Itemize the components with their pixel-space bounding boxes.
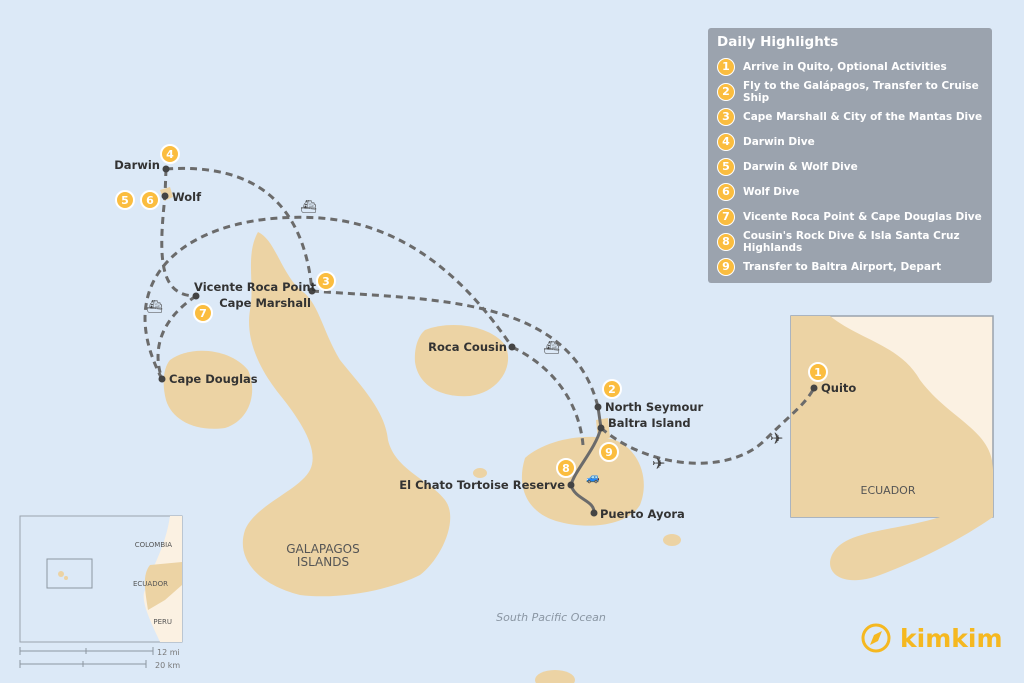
inset-colombia: COLOMBIA <box>135 541 172 549</box>
locator-map: COLOMBIA ECUADOR PERU <box>19 515 183 643</box>
legend-label: Fly to the Galápagos, Transfer to Cruise… <box>743 79 979 104</box>
legend-item: 5 Darwin & Wolf Dive <box>717 154 983 179</box>
legend-number: 3 <box>717 107 735 126</box>
legend-item: 9 Transfer to Baltra Airport, Depart <box>717 254 983 279</box>
inset-ecuador: ECUADOR <box>133 580 168 588</box>
legend-item: 4 Darwin Dive <box>717 129 983 154</box>
label-quito: Quito <box>821 381 856 395</box>
label-cape-marshall: Cape Marshall <box>219 296 311 310</box>
marker-3[interactable]: 3 <box>316 271 336 291</box>
marker-5[interactable]: 5 <box>115 190 135 210</box>
legend-item: 8 Cousin's Rock Dive & Isla Santa Cruz Hi… <box>717 229 983 254</box>
marker-2[interactable]: 2 <box>602 379 622 399</box>
route-cousin-santacruz <box>511 345 585 446</box>
svg-text:2: 2 <box>608 383 616 396</box>
legend-item: 3 Cape Marshall & City of the Mantas Dive <box>717 104 983 129</box>
svg-text:6: 6 <box>146 194 154 207</box>
label-roca-cousin: Roca Cousin <box>428 340 507 354</box>
daily-highlights-legend: Daily Highlights 1 Arrive in Quito, Optio… <box>708 28 992 283</box>
boat-icon: ⛴ <box>543 340 560 356</box>
svg-text:4: 4 <box>166 148 174 161</box>
legend-number: 4 <box>717 132 735 151</box>
kimkim-logo[interactable]: kimkim <box>860 622 1003 654</box>
compass-icon <box>861 623 891 653</box>
label-el-chato: El Chato Tortoise Reserve <box>399 478 565 492</box>
legend-item: 1 Arrive in Quito, Optional Activities <box>717 54 983 79</box>
legend-item: 6 Wolf Dive <box>717 179 983 204</box>
legend-item: 7 Vicente Roca Point & Cape Douglas Dive <box>717 204 983 229</box>
scale-mi: 12 mi <box>157 648 180 657</box>
label-puerto-ayora: Puerto Ayora <box>600 507 685 521</box>
ecuador-label: ECUADOR <box>861 484 916 497</box>
label-darwin: Darwin <box>114 158 160 172</box>
label-baltra: Baltra Island <box>608 416 691 430</box>
label-north-seymour: North Seymour <box>605 400 704 414</box>
legend-number: 5 <box>717 157 735 176</box>
coast-land <box>830 517 993 581</box>
boat-icon: ⛴ <box>146 299 163 315</box>
plane-icon: ✈ <box>652 454 665 473</box>
marker-9[interactable]: 9 <box>599 442 619 462</box>
brand-name: kimkim <box>900 623 1003 653</box>
legend-label: Darwin Dive <box>743 135 815 148</box>
legend-number: 8 <box>717 232 735 251</box>
marker-4[interactable]: 4 <box>160 144 180 164</box>
legend-number: 2 <box>717 82 735 101</box>
label-cape-douglas: Cape Douglas <box>169 372 258 386</box>
galapagos-label: GALAPAGOS <box>286 542 360 556</box>
plane-icon: ✈ <box>770 429 783 448</box>
isabela-island <box>242 232 451 597</box>
legend-item: 2 Fly to the Galápagos, Transfer to Cruis… <box>717 79 983 104</box>
ecuador-land <box>791 316 993 517</box>
scale-km: 20 km <box>155 661 180 670</box>
svg-text:3: 3 <box>322 275 330 288</box>
inset-peru: PERU <box>153 618 172 626</box>
galapagos-label-2: ISLANDS <box>297 555 349 569</box>
legend-number: 6 <box>717 182 735 201</box>
label-wolf: Wolf <box>172 190 202 204</box>
location-points <box>158 165 818 517</box>
legend-label: Wolf Dive <box>743 185 800 198</box>
legend-number: 9 <box>717 257 735 276</box>
svg-text:1: 1 <box>814 366 822 379</box>
svg-text:5: 5 <box>121 194 129 207</box>
svg-text:8: 8 <box>562 462 570 475</box>
legend-title: Daily Highlights <box>717 34 839 50</box>
marker-1[interactable]: 1 <box>808 362 828 382</box>
route-vicente-douglas <box>156 294 197 380</box>
route-marshall-seymour <box>311 289 600 408</box>
route-douglas-cousin <box>143 215 514 380</box>
legend-number: 7 <box>717 207 735 226</box>
flight-route <box>600 387 816 465</box>
svg-text:7: 7 <box>199 307 207 320</box>
legend-label: Cape Marshall & City of the Mantas Dive <box>743 110 983 123</box>
legend-label: Transfer to Baltra Airport, Depart <box>743 260 942 273</box>
fernandina-island <box>163 350 253 429</box>
scale-bar <box>19 647 154 668</box>
legend-label: Arrive in Quito, Optional Activities <box>743 60 947 73</box>
car-icon: 🚙 <box>586 471 600 484</box>
santiago-island <box>414 325 509 397</box>
route-darwin-marshall <box>165 166 314 292</box>
label-vicente-roca: Vicente Roca Point <box>194 280 317 294</box>
islet <box>663 534 681 546</box>
marker-7[interactable]: 7 <box>193 303 213 323</box>
svg-text:9: 9 <box>605 446 613 459</box>
legend-label: Darwin & Wolf Dive <box>743 160 858 173</box>
ocean-label: South Pacific Ocean <box>496 611 606 624</box>
marker-8[interactable]: 8 <box>556 458 576 478</box>
boat-icon: ⛴ <box>300 199 317 215</box>
marker-6[interactable]: 6 <box>140 190 160 210</box>
legend-label: Vicente Roca Point & Cape Douglas Dive <box>743 210 982 223</box>
islet <box>535 670 575 683</box>
legend-number: 1 <box>717 57 735 76</box>
islet <box>473 468 487 478</box>
legend-label: Cousin's Rock Dive & Isla Santa Cruz Hig… <box>743 229 960 254</box>
